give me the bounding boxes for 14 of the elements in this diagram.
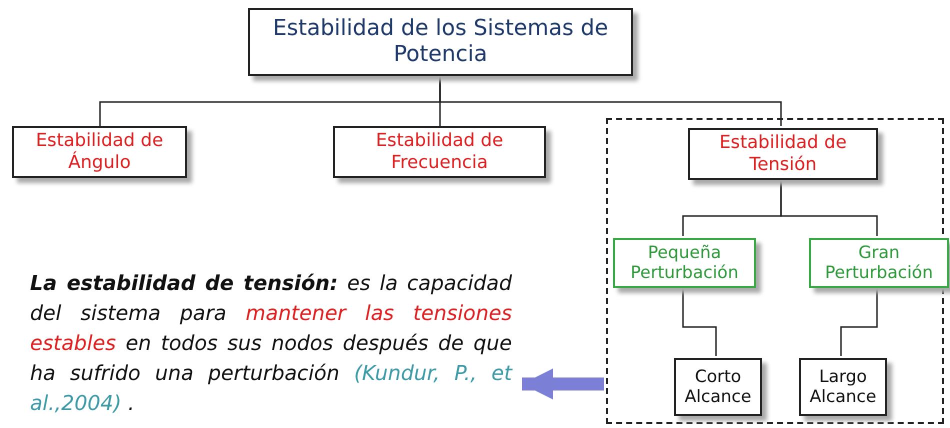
category-box: Estabilidad de Tensión bbox=[688, 128, 878, 180]
subcategory-box: Pequeña Perturbación bbox=[613, 238, 756, 288]
leaf-box: Largo Alcance bbox=[799, 358, 887, 416]
connector-line bbox=[840, 286, 878, 356]
arrow bbox=[522, 368, 604, 400]
connector-line bbox=[439, 76, 782, 126]
category-box: Estabilidad de Ángulo bbox=[12, 126, 187, 178]
title-box: Estabilidad de los Sistemas de Potencia bbox=[248, 8, 633, 76]
connector-line bbox=[780, 178, 878, 236]
subcategory-box: Gran Perturbación bbox=[809, 238, 949, 288]
leaf-box: Corto Alcance bbox=[674, 358, 762, 416]
category-box: Estabilidad de Frecuencia bbox=[333, 126, 546, 178]
connector-line bbox=[682, 286, 717, 356]
definition-text: La estabilidad de tensión: es la capacidad del sistema para mantener las tensiones estables en todos sus nodos después de que ha sufrido una perturbación (Kundur, P., et al.,2004) . bbox=[30, 268, 512, 418]
